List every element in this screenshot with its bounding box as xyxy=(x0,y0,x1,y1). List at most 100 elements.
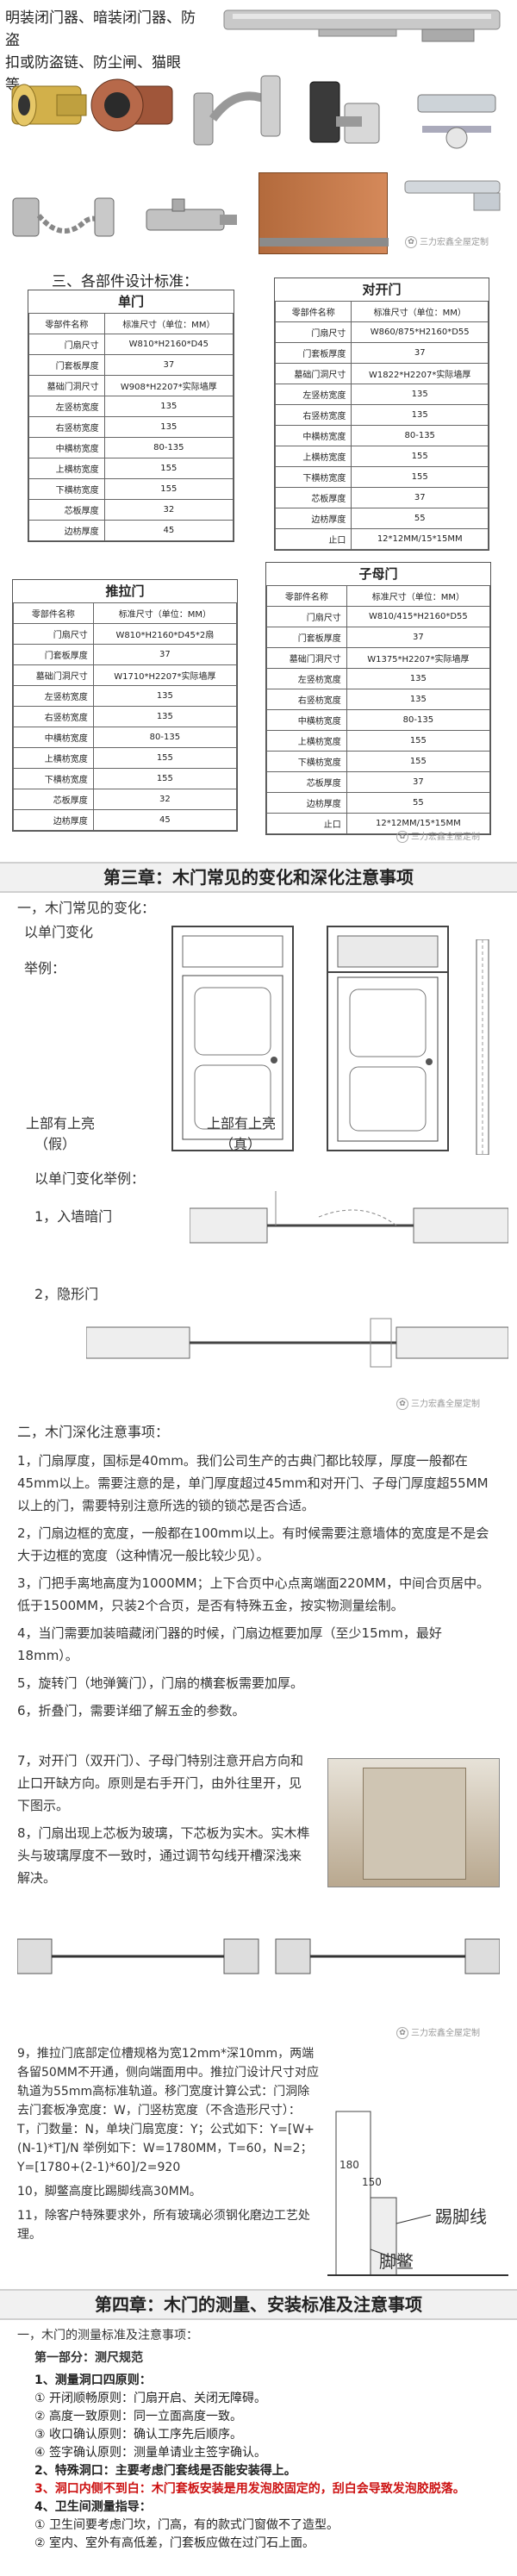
column-header: 零部件名称 xyxy=(274,301,352,322)
row-value: 37 xyxy=(346,771,491,793)
row-value: 80-135 xyxy=(92,727,238,748)
row-value: W908*H2207*实际墙厚 xyxy=(103,375,234,396)
row-label: 墓础门洞尺寸 xyxy=(266,647,347,669)
row-label: 左竖枋宽度 xyxy=(274,384,352,405)
row-value: 55 xyxy=(346,792,491,814)
watermark-logo: ✿三力宏鑫全屋定制 xyxy=(396,2025,480,2039)
list-item: ④ 签字确认原则：测量单请业主签字确认。 xyxy=(34,2446,266,2460)
row-label: 中横枋宽度 xyxy=(28,437,105,458)
row-value: 155 xyxy=(346,751,491,772)
hardware-section: 明装闭门器、暗装闭门器、防盗 扣或防盗链、防尘闸、猫眼等。 xyxy=(0,0,517,259)
row-value: 37 xyxy=(351,342,489,364)
row-label: 下横枋宽度 xyxy=(13,768,94,789)
list-item: 2、特殊洞口：主要考虑门套线是否能安装得上。 xyxy=(34,2464,296,2478)
note-item: 7，对开门（双开门）、子母门特别注意开启方向和止口开缺方向。原则是右手开门，由外… xyxy=(17,1753,304,1813)
row-label: 门套板厚度 xyxy=(274,342,352,364)
table-caption: 推拉门 xyxy=(105,583,145,599)
row-label: 门套板厚度 xyxy=(28,354,105,376)
row-value: W1375*H2207*实际墙厚 xyxy=(346,647,491,669)
skirting-detail-drawing xyxy=(327,2111,508,2276)
notes-list-3: 9，推拉门底部定位槽规格为宽12mm*深10mm，两端各留50MM不开通，侧向端… xyxy=(17,2044,319,2249)
dimension-label: 180 xyxy=(339,2159,359,2171)
example-label: 以单门变化举例： xyxy=(34,1170,146,1187)
row-label: 右竖枋宽度 xyxy=(266,689,347,710)
row-value: 80-135 xyxy=(103,437,234,458)
row-value: 155 xyxy=(92,768,238,789)
row-label: 墓础门洞尺寸 xyxy=(13,664,94,686)
row-value: 155 xyxy=(103,458,234,479)
row-label: 上横枋宽度 xyxy=(274,446,352,467)
peephole-brass-image xyxy=(11,84,87,127)
row-value: 135 xyxy=(351,404,489,426)
list-item: ① 卫生间要考虑门坎，门高，有的款式门窗做不了造型。 xyxy=(34,2518,339,2532)
row-value: 135 xyxy=(346,689,491,710)
row-value: 12*12MM/15*15MM xyxy=(346,813,491,834)
column-header: 零部件名称 xyxy=(28,313,105,334)
note-item: 9，推拉门底部定位槽规格为宽12mm*深10mm，两端各留50MM不开通，侧向端… xyxy=(17,2047,319,2174)
column-header: 标准尺寸（单位：MM） xyxy=(351,301,489,322)
row-label: 门扇尺寸 xyxy=(266,606,347,627)
note-item: 11，除客户特殊要求外，所有玻璃必须钢化磨边工艺处理。 xyxy=(17,2209,310,2242)
note-item: 3，门把手离地高度为1000MM；上下合页中心点离端面220MM，中间合页居中。… xyxy=(17,1575,490,1613)
list-item: ② 室内、室外有高低差，门套板应做在过门石上面。 xyxy=(34,2536,315,2550)
note-item: 10，脚鳖高度比踢脚线高30MM。 xyxy=(17,2185,202,2199)
row-label: 中横枋宽度 xyxy=(274,425,352,446)
note-item: 1，门扇厚度，国标是40mm。我们公司生产的古典门都比较厚，厚度一般都在45mm… xyxy=(17,1453,489,1513)
row-value: 135 xyxy=(103,396,234,417)
watermark-logo: ✿三力宏鑫全屋定制 xyxy=(396,1396,480,1410)
row-label: 边枋厚度 xyxy=(274,508,352,529)
row-label: 右竖枋宽度 xyxy=(13,706,94,727)
list-item: ② 高度一致原则：同一立面高度一致。 xyxy=(34,2410,242,2423)
row-value: W860/875*H2160*D55 xyxy=(351,321,489,343)
chapter-banner: 第三章：木门常见的变化和深化注意事项 xyxy=(0,862,517,893)
row-label: 下横枋宽度 xyxy=(28,478,105,500)
row-label: 右竖枋宽度 xyxy=(274,404,352,426)
row-label: 左竖枋宽度 xyxy=(28,396,105,417)
part-heading: 第一部分：测尺规范 xyxy=(34,2351,143,2365)
row-label: 止口 xyxy=(266,813,347,834)
row-label: 右竖枋宽度 xyxy=(28,416,105,438)
watermark-icon: ✿ xyxy=(396,1398,408,1410)
row-value: 45 xyxy=(92,809,238,831)
column-header: 标准尺寸（单位：MM） xyxy=(346,585,491,607)
list-item: ③ 收口确认原则：确认工序先后顺序。 xyxy=(34,2428,242,2442)
list-item: 3、洞口内侧不到白：木门套板安装是用发泡胶固定的，刮白会导致发泡胶脱落。 xyxy=(34,2482,465,2496)
watermark-icon: ✿ xyxy=(405,236,417,248)
hardware-intro-line: 明装闭门器、暗装闭门器、防盗 xyxy=(5,9,196,49)
column-header: 零部件名称 xyxy=(13,602,94,624)
row-value: 135 xyxy=(351,384,489,405)
note-item: 4，当门需要加装暗藏闭门器的时候，门扇边框要加厚（至少15mm，最好18mm）。 xyxy=(17,1625,442,1663)
watermark-text: 三力宏鑫全屋定制 xyxy=(411,2029,480,2038)
door-guard-image xyxy=(193,75,281,146)
row-value: W810*H2160*D45*2扇 xyxy=(92,623,238,645)
real-caption: （真） xyxy=(220,1136,262,1152)
row-value: 135 xyxy=(92,685,238,707)
